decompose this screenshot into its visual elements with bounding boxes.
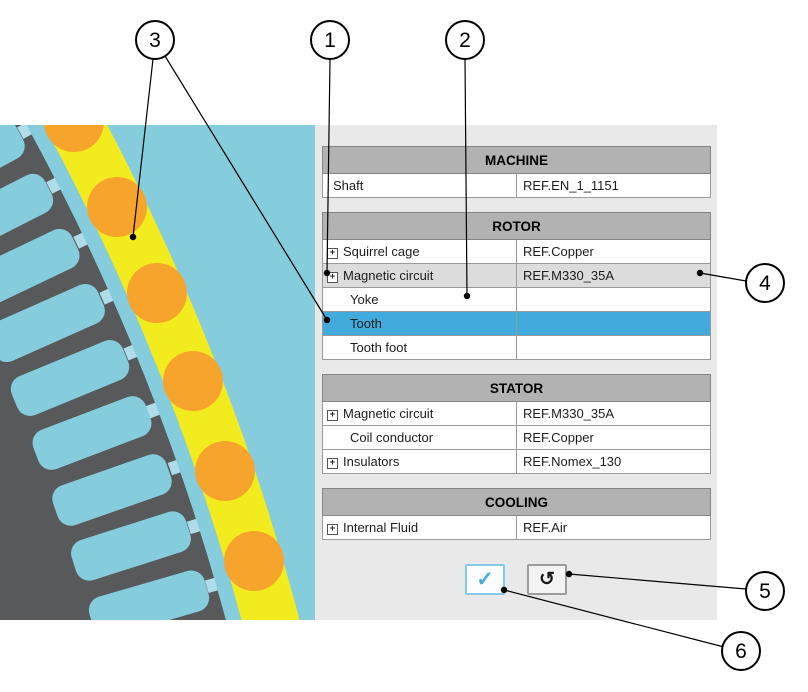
panel-buttons: ✓ ↺ [315,564,717,595]
row-label: Magnetic circuit [343,268,434,283]
expand-icon[interactable]: + [327,248,338,259]
motor-cross-section [0,0,317,692]
row-label: Tooth [350,316,382,331]
expand-icon[interactable]: + [327,272,338,283]
expand-icon[interactable]: + [327,410,338,421]
table-row-internal-fluid[interactable]: + Internal Fluid REF.Air [322,515,711,540]
row-value: REF.Nomex_130 [523,454,622,469]
rotor-bar [127,263,187,323]
materials-panel: MACHINE Shaft REF.EN_1_1151 ROTOR + Squir… [315,125,717,620]
row-value-cell[interactable] [516,311,711,336]
stator-table: STATOR + Magnetic circuit REF.M330_35A Co… [322,374,711,474]
row-label: Yoke [350,292,379,307]
row-value-cell[interactable] [516,287,711,312]
row-value-cell[interactable]: REF.Copper [516,425,711,450]
row-value-cell[interactable]: REF.Nomex_130 [516,449,711,474]
row-label-cell[interactable]: Coil conductor [322,425,517,450]
callout-number-4: 4 [759,272,771,295]
row-label: Insulators [343,454,400,469]
callout-number-3: 3 [149,29,161,52]
row-label-cell[interactable]: + Insulators [322,449,517,474]
callout-circle-2 [445,20,485,60]
callout-circle-4 [745,263,785,303]
row-label-cell[interactable]: Tooth foot [322,335,517,360]
row-value: REF.M330_35A [523,268,615,283]
table-row-insulators[interactable]: + Insulators REF.Nomex_130 [322,449,711,474]
row-label: Shaft [333,178,364,193]
rotor-table: ROTOR + Squirrel cage REF.Copper + Magneti… [322,212,711,360]
callout-circle-5 [745,571,785,611]
table-row-shaft[interactable]: Shaft REF.EN_1_1151 [322,173,711,198]
row-label-cell[interactable]: Shaft [322,173,517,198]
expand-icon[interactable]: + [327,458,338,469]
stator-table-header: STATOR [322,374,711,402]
row-label: Tooth foot [350,340,408,355]
row-value: REF.EN_1_1151 [523,178,619,193]
row-value: REF.M330_35A [523,406,615,421]
row-value: REF.Copper [523,430,594,445]
motor-viewport[interactable] [0,0,317,692]
row-value: REF.Copper [523,244,594,259]
callout-circle-6 [721,631,761,671]
table-row-yoke[interactable]: Yoke [322,287,711,312]
table-row-rotor-magnetic-circuit[interactable]: + Magnetic circuit REF.M330_35A [322,263,711,288]
row-value-cell[interactable]: REF.EN_1_1151 [516,173,711,198]
machine-table: MACHINE Shaft REF.EN_1_1151 [322,146,711,198]
row-value-cell[interactable]: REF.M330_35A [516,263,711,288]
cooling-table: COOLING + Internal Fluid REF.Air [322,488,711,540]
row-label: Internal Fluid [343,520,419,535]
cooling-table-header: COOLING [322,488,711,516]
rotor-bar [224,531,284,591]
callout-number-6: 6 [735,640,747,663]
table-row-tooth-foot[interactable]: Tooth foot [322,335,711,360]
rotor-table-header: ROTOR [322,212,711,240]
table-row-stator-magnetic-circuit[interactable]: + Magnetic circuit REF.M330_35A [322,401,711,426]
reset-button[interactable]: ↺ [527,564,567,595]
callout-number-5: 5 [759,580,771,603]
table-row-coil-conductor[interactable]: Coil conductor REF.Copper [322,425,711,450]
row-value-cell[interactable] [516,335,711,360]
table-row-squirrel-cage[interactable]: + Squirrel cage REF.Copper [322,239,711,264]
row-label-cell[interactable]: Tooth [322,311,517,336]
row-label: Coil conductor [350,430,434,445]
check-icon: ✓ [476,568,494,591]
row-value-cell[interactable]: REF.M330_35A [516,401,711,426]
row-value-cell[interactable]: REF.Air [516,515,711,540]
machine-table-header: MACHINE [322,146,711,174]
apply-button[interactable]: ✓ [465,564,505,595]
callout-number-1: 1 [324,29,336,52]
callout-circle-3 [135,20,175,60]
rotor-bar [87,177,147,237]
callout-number-2: 2 [459,29,471,52]
row-label-cell[interactable]: + Squirrel cage [322,239,517,264]
row-label: Squirrel cage [343,244,420,259]
expand-icon[interactable]: + [327,524,338,535]
row-value-cell[interactable]: REF.Copper [516,239,711,264]
row-label-cell[interactable]: + Internal Fluid [322,515,517,540]
row-label-cell[interactable]: + Magnetic circuit [322,263,517,288]
row-label-cell[interactable]: Yoke [322,287,517,312]
row-label-cell[interactable]: + Magnetic circuit [322,401,517,426]
rotor-bar [195,441,255,501]
row-value: REF.Air [523,520,568,535]
callout-circle-1 [310,20,350,60]
rotor-bar [163,351,223,411]
refresh-icon: ↺ [539,569,555,590]
row-label: Magnetic circuit [343,406,434,421]
table-row-tooth-selected[interactable]: Tooth [322,311,711,336]
